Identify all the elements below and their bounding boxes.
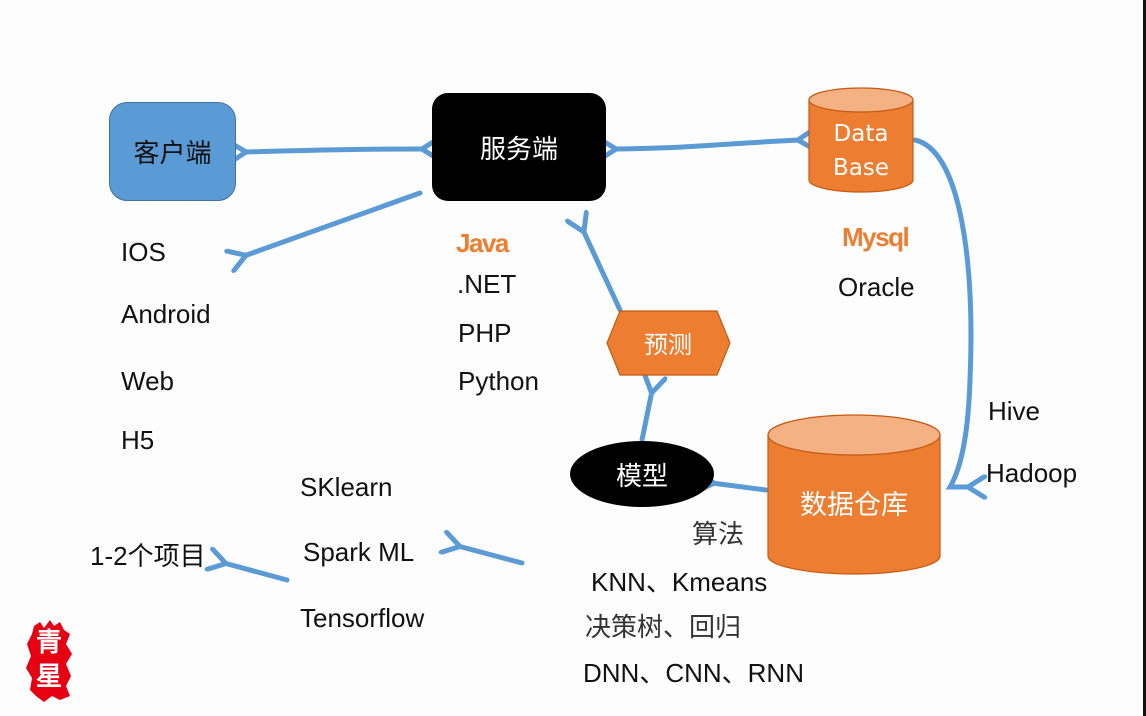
big-data-item: Hive — [988, 396, 1041, 426]
data-warehouse-node[interactable]: 数据仓库 — [768, 462, 940, 542]
arrow-server-to-platforms — [244, 190, 423, 256]
model-node[interactable]: 模型 — [570, 441, 714, 507]
platform-item: Android — [121, 299, 211, 329]
arrow-database-to-warehouse — [912, 137, 971, 487]
language-item: PHP — [458, 318, 512, 348]
framework-item: Spark ML — [303, 537, 415, 567]
watermark-stamp: 青 星 — [26, 620, 72, 702]
platform-item: Web — [121, 366, 174, 396]
database-highlight: Mysql — [842, 222, 910, 252]
data-warehouse-label: 数据仓库 — [800, 489, 908, 521]
algorithm-item: 决策树、回归 — [585, 613, 742, 643]
algorithm-item: KNN、Kmeans — [591, 567, 768, 597]
algorithm-item: DNN、CNN、RNN — [583, 658, 804, 688]
arrow-server-database — [614, 140, 800, 149]
framework-item: Tensorflow — [300, 603, 425, 633]
model-ellipse — [570, 441, 714, 507]
database-node[interactable]: Data Base — [809, 112, 913, 190]
arrow-model-to-predict — [639, 391, 652, 443]
platform-item: H5 — [121, 425, 155, 455]
arrow-warehouse-to-model — [712, 483, 769, 490]
predict-node[interactable]: 预测 — [606, 310, 730, 375]
arrow-frameworks-to-projects — [224, 563, 290, 583]
big-data-item: Hadoop — [986, 458, 1078, 488]
data-warehouse-cylinder — [767, 414, 941, 575]
predict-hexagon — [606, 310, 731, 376]
arrow-client-server — [244, 149, 424, 152]
stamp-shape — [26, 620, 72, 702]
arrow-algorithms-to-frameworks — [458, 546, 525, 566]
client-label: 客户端 — [133, 139, 212, 169]
database-label-line2: Base — [832, 155, 889, 181]
database-label-line1: Data — [833, 121, 889, 147]
algorithm-title: 算法 — [692, 520, 745, 550]
predict-label: 预测 — [644, 331, 692, 359]
right-border — [1143, 0, 1146, 716]
database-cylinder — [808, 87, 914, 193]
platform-item: IOS — [121, 237, 166, 267]
client-node[interactable]: 客户端 — [109, 102, 236, 201]
model-label: 模型 — [615, 461, 668, 492]
language-highlight: Java — [456, 228, 509, 258]
database-item: Oracle — [838, 272, 915, 302]
framework-item: SKlearn — [300, 472, 393, 502]
language-item: .NET — [457, 269, 517, 299]
language-item: Python — [458, 366, 539, 396]
stamp-char-1: 青 — [35, 628, 62, 658]
server-node[interactable]: 服务端 — [432, 93, 606, 201]
projects-label: 1-2个项目 — [90, 541, 206, 571]
stamp-char-2: 星 — [35, 662, 62, 692]
arrow-predict-to-server — [583, 230, 623, 313]
server-label: 服务端 — [479, 134, 558, 165]
